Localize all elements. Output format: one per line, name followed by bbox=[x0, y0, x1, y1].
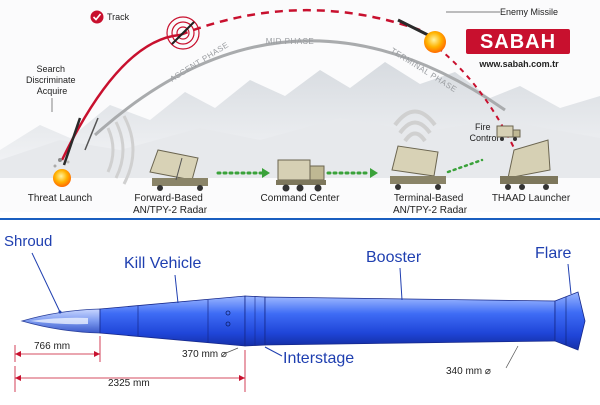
command-center-icon bbox=[276, 159, 326, 192]
link-arrow-1 bbox=[216, 168, 270, 178]
flare-leader bbox=[567, 263, 572, 295]
threat-launch-label: Threat Launch bbox=[28, 193, 93, 204]
kill-vehicle-diameter-value: 370 mm ⌀ bbox=[182, 349, 227, 360]
missile-flare bbox=[554, 291, 586, 351]
fire-control-label: Fire Control bbox=[469, 122, 498, 143]
shroud-length-value: 766 mm bbox=[34, 341, 70, 352]
forward-radar-icon bbox=[149, 149, 208, 191]
kill-vehicle-dimension bbox=[14, 350, 246, 392]
shroud-leader bbox=[31, 252, 61, 313]
enemy-missile-line bbox=[397, 18, 431, 38]
kv-diameter-leader bbox=[225, 347, 239, 354]
kill-vehicle-length-value: 2325 mm bbox=[108, 378, 150, 389]
flare-label: Flare bbox=[535, 245, 572, 262]
track-check-icon bbox=[90, 10, 104, 24]
sabah-logo: SABAH bbox=[466, 29, 570, 54]
booster-leader bbox=[399, 267, 403, 301]
terminal-radar-icon bbox=[390, 145, 446, 190]
intercept-flash-icon bbox=[424, 31, 446, 53]
terminal-radar-label: Terminal-Based AN/TPY-2 Radar bbox=[393, 193, 468, 216]
kill-vehicle-label: Kill Vehicle bbox=[124, 255, 201, 272]
threat-launch-icon bbox=[53, 117, 99, 187]
grey-phase-arc bbox=[93, 39, 506, 137]
mid-phase-label: MID PHASE bbox=[266, 37, 315, 46]
shroud-label: Shroud bbox=[4, 233, 52, 250]
mid-trajectory bbox=[179, 9, 421, 37]
search-label: Search Discriminate Acquire bbox=[26, 64, 78, 96]
thaad-launcher-icon bbox=[500, 139, 558, 190]
interstage-label: Interstage bbox=[283, 350, 354, 367]
shroud-dimension bbox=[14, 336, 101, 362]
track-target-icon bbox=[166, 16, 200, 50]
missile-body bbox=[20, 291, 586, 351]
terminal-radar-waves bbox=[393, 109, 437, 143]
missile-kill-vehicle bbox=[99, 295, 246, 347]
thaad-launcher-label: THAAD Launcher bbox=[492, 193, 571, 204]
forward-radar-label: Forward-Based AN/TPY-2 Radar bbox=[133, 193, 208, 216]
link-arrow-2 bbox=[326, 168, 378, 178]
forward-radar-waves bbox=[106, 115, 135, 185]
kill-vehicle-leader bbox=[174, 274, 179, 304]
interstage-leader bbox=[264, 346, 283, 357]
sabah-url: www.sabah.com.tr bbox=[478, 59, 559, 69]
enemy-missile-label: Enemy Missile bbox=[500, 7, 558, 17]
link-arrow-3 bbox=[446, 158, 484, 174]
booster-diameter-leader bbox=[505, 345, 519, 369]
mountain-foothills bbox=[0, 118, 600, 178]
fire-control-icon bbox=[496, 125, 521, 141]
command-center-label: Command Center bbox=[261, 193, 341, 204]
booster-label: Booster bbox=[366, 249, 422, 266]
sabah-logo-text: SABAH bbox=[480, 31, 556, 53]
track-label: Track bbox=[107, 12, 130, 22]
missile-booster bbox=[264, 296, 556, 346]
booster-diameter-value: 340 mm ⌀ bbox=[446, 366, 491, 377]
